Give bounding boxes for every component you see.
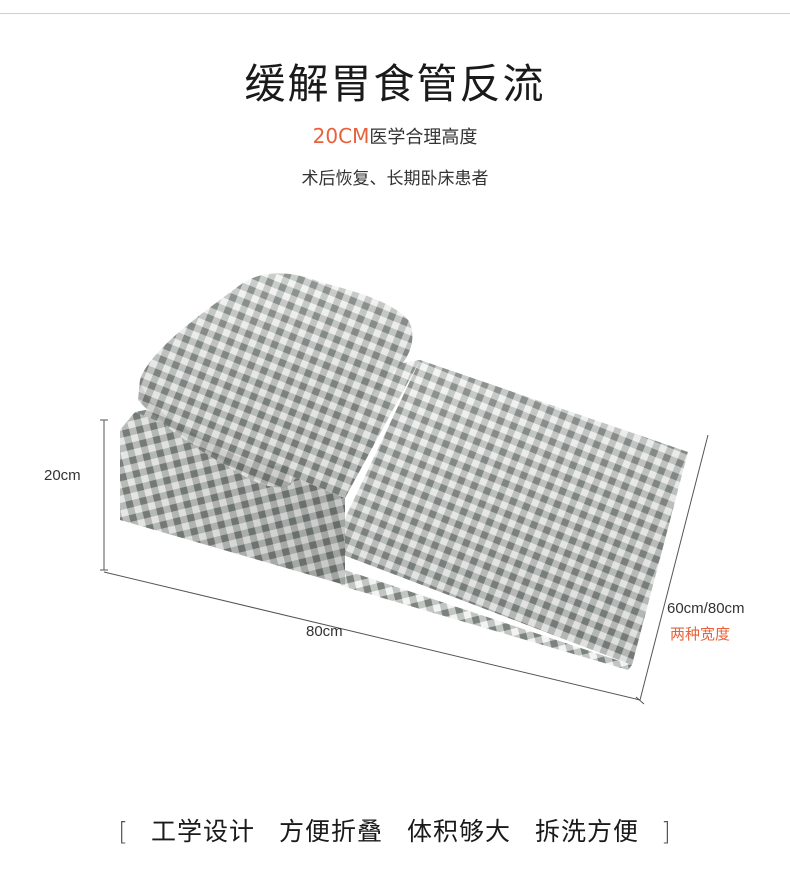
feature-item: 拆洗方便 bbox=[535, 817, 640, 846]
dimension-lines bbox=[100, 419, 709, 705]
feature-strip: [ 工学设计方便折叠体积够大拆洗方便] bbox=[0, 812, 790, 848]
feature-item: 方便折叠 bbox=[278, 817, 383, 846]
feature-item: 工学设计 bbox=[150, 817, 255, 846]
height-highlight: 20CM bbox=[312, 124, 370, 148]
product-illustration: 20cm 80cm 60cm/80cm 两种宽度 bbox=[0, 230, 790, 730]
wedge-pillow-image bbox=[100, 273, 709, 705]
tagline: 术后恢复、长期卧床患者 bbox=[301, 169, 489, 189]
width-note-label: 两种宽度 bbox=[670, 626, 731, 643]
feature-item: 体积够大 bbox=[407, 817, 512, 846]
top-divider bbox=[0, 0, 790, 14]
close-bracket: ] bbox=[661, 817, 672, 846]
subtitle: 20CM医学合理高度 bbox=[0, 123, 790, 149]
width-dimension-label: 60cm/80cm bbox=[667, 600, 745, 617]
open-bracket: [ bbox=[118, 817, 129, 846]
page-title: 缓解胃食管反流 bbox=[244, 60, 546, 108]
subtitle-rest: 医学合理高度 bbox=[369, 127, 478, 148]
height-dimension-label: 20cm bbox=[44, 467, 81, 484]
length-dimension-label: 80cm bbox=[306, 623, 343, 640]
